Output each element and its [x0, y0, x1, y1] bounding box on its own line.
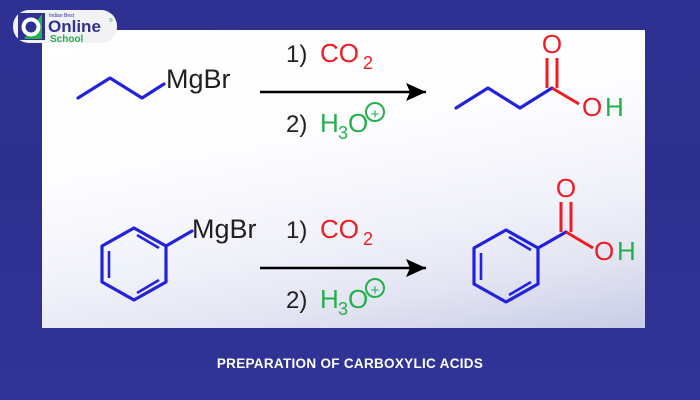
charge-plus-2: + [371, 282, 380, 299]
carbonyl-oxygen-2: O [556, 173, 576, 203]
ring-to-carbonyl-bond [536, 230, 568, 250]
step2-number-1: 2) [286, 111, 307, 138]
charge-circle-outline-2 [365, 278, 385, 298]
mgbr-label-2: MgBr [192, 214, 257, 244]
logo-mark-ring-inner [25, 21, 37, 33]
positive-charge-circle-1: + [365, 102, 385, 123]
mgbr-label-1: MgBr [166, 64, 231, 94]
arrow-head-2 [406, 259, 426, 277]
step1-reagent-co2-2: CO [320, 214, 359, 244]
benzene-ring-1 [100, 226, 168, 302]
step1-number-1: 1) [286, 41, 307, 68]
step1-subscript-1: 2 [363, 53, 373, 73]
hydroxyl-oxygen-1: O [582, 92, 602, 122]
step2-subscript-1: 3 [338, 123, 348, 143]
logo-mark-icon [18, 13, 45, 40]
reaction-arrow-1 [260, 83, 426, 101]
reaction-arrow-2 [260, 259, 426, 277]
propylmagnesium-bromide-structure [76, 76, 166, 100]
charge-circle-outline-1 [365, 102, 385, 122]
reaction-2: MgBr 1) CO 2 2) H 3 O [100, 173, 636, 319]
carbonyl-oxygen-1: O [542, 30, 562, 59]
butanoic-chain-bonds [454, 86, 554, 110]
hydroxyl-oxygen-2: O [594, 236, 614, 266]
step2-reagent-o-2: O [348, 284, 368, 314]
benzene-ring-2 [472, 228, 540, 304]
ring-inner-bond-b-1 [136, 233, 160, 250]
butanoic-acid-structure: O O H [454, 30, 624, 122]
hydroxyl-hydrogen-2: H [617, 236, 636, 266]
conditions-step-2-reaction-1: 2) H 3 O + [286, 102, 385, 143]
logo-word-online: Online [48, 17, 101, 36]
logo-tagline: Indian Best [49, 13, 75, 19]
step2-number-2: 2) [286, 287, 307, 314]
brand-logo[interactable]: Indian Best Online ® School [12, 6, 119, 47]
benzoic-acid-structure: O O H [472, 173, 636, 304]
step2-reagent-h-1: H [320, 108, 339, 138]
hydroxyl-bond-1 [551, 86, 580, 106]
step1-number-2: 1) [286, 217, 307, 244]
ring-inner-bond-c-2 [508, 280, 532, 297]
arrow-head-1 [406, 83, 426, 101]
conditions-step-1-reaction-2: 1) CO 2 [286, 214, 373, 249]
ring-inner-bond-c-1 [136, 278, 160, 295]
logo-trademark: ® [109, 17, 113, 24]
reaction-scheme-svg: MgBr 1) CO 2 2) H 3 O [76, 30, 636, 319]
step2-reagent-o-1: O [348, 108, 368, 138]
reaction-1: MgBr 1) CO 2 2) H 3 O [76, 30, 624, 143]
propyl-chain-bonds [76, 76, 166, 100]
conditions-step-2-reaction-2: 2) H 3 O + [286, 278, 385, 319]
charge-plus-1: + [371, 106, 380, 123]
step2-reagent-h-2: H [320, 284, 339, 314]
step1-subscript-2: 2 [363, 229, 373, 249]
reaction-panel: MgBr 1) CO 2 2) H 3 O [42, 30, 645, 328]
phenylmagnesium-bromide-structure [100, 226, 194, 302]
hydroxyl-hydrogen-1: H [605, 92, 624, 122]
logo-word-school: School [50, 34, 84, 45]
conditions-step-1-reaction-1: 1) CO 2 [286, 38, 373, 73]
step1-reagent-co2-1: CO [320, 38, 359, 68]
slide-caption: PREPARATION OF CARBOXYLIC ACIDS [216, 356, 484, 371]
hydroxyl-bond-2 [565, 230, 594, 250]
step2-subscript-2: 3 [338, 299, 348, 319]
ring-inner-bond-b-2 [508, 235, 532, 252]
positive-charge-circle-2: + [365, 278, 385, 299]
phenyl-to-mgbr-bond [164, 229, 194, 248]
